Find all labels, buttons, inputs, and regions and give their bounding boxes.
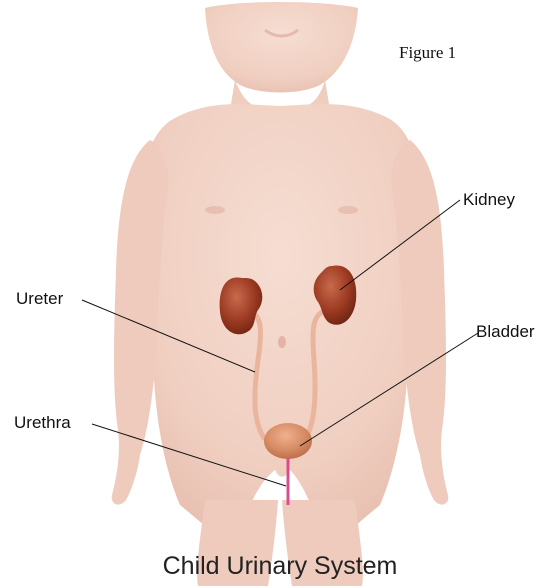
urethra-label: Urethra — [14, 413, 71, 433]
figure-caption: Child Urinary System — [0, 552, 560, 581]
child-body-silhouette — [112, 2, 449, 586]
kidney-label: Kidney — [463, 190, 515, 210]
ureter-label: Ureter — [16, 289, 63, 309]
bladder-label: Bladder — [476, 322, 535, 342]
figure-number: Figure 1 — [399, 43, 456, 63]
bladder-organ — [264, 423, 312, 459]
